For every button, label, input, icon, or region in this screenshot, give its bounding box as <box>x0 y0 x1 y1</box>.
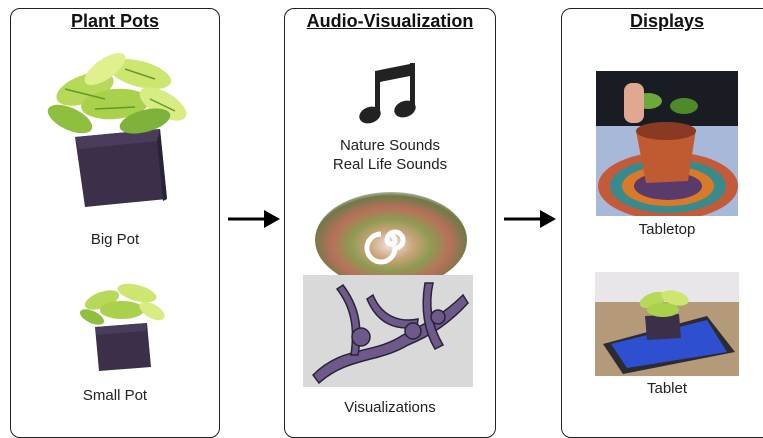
sounds-label-2: Real Life Sounds <box>332 156 448 173</box>
displays-title: Displays <box>629 11 705 31</box>
plant-pots-panel: Plant Pots Big Pot Small Pot <box>10 8 220 438</box>
plant-pots-title: Plant Pots <box>70 11 159 31</box>
tablet-label: Tablet <box>646 380 688 397</box>
small-pot-label: Small Pot <box>82 387 148 404</box>
tablet-display-image <box>595 272 739 376</box>
arrow-right-icon <box>504 210 556 228</box>
tabletop-display-image <box>596 71 738 216</box>
big-pot-label: Big Pot <box>90 231 140 248</box>
spiral-visualization-image <box>315 192 467 278</box>
tabletop-label: Tabletop <box>638 221 696 238</box>
sounds-label-1: Nature Sounds <box>339 137 441 154</box>
arrow-right-icon <box>228 210 280 228</box>
visualizations-label: Visualizations <box>344 399 436 416</box>
audio-visualization-panel: Audio-Visualization Nature Sounds Real L… <box>284 8 496 438</box>
audio-visualization-title: Audio-Visualization <box>306 11 474 31</box>
tentacle-visualization-image <box>303 275 473 387</box>
small-pot-image <box>79 283 165 371</box>
music-note-icon <box>359 63 416 124</box>
displays-panel: Displays Tabletop Tablet <box>561 8 763 438</box>
big-pot-image <box>47 52 187 207</box>
